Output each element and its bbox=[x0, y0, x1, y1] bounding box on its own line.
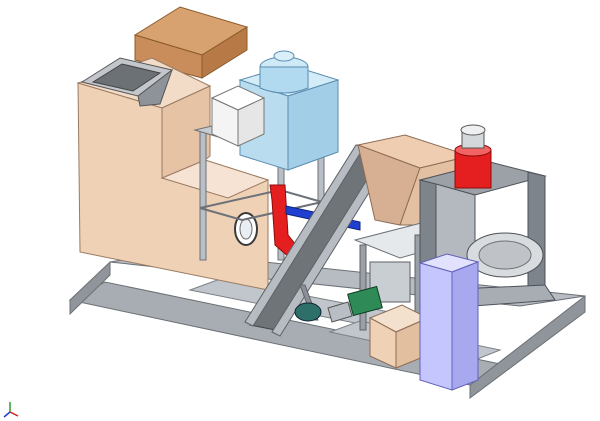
housing-porthole-inner bbox=[239, 218, 253, 240]
inclined-conveyor bbox=[244, 144, 392, 337]
electrical-cabinet bbox=[418, 253, 480, 391]
white-control-box bbox=[210, 85, 266, 147]
cylinder-head-top bbox=[460, 124, 486, 136]
green-motor-body bbox=[347, 285, 383, 317]
coupling bbox=[327, 301, 353, 323]
housing-right-face bbox=[161, 85, 211, 179]
frame-post-1 bbox=[199, 129, 207, 261]
teal-motor bbox=[294, 302, 322, 322]
cabinet-front bbox=[419, 262, 453, 391]
cabinet-side bbox=[451, 261, 479, 391]
skid-rail-right bbox=[469, 294, 586, 399]
drive-motors bbox=[294, 285, 383, 323]
tan-main-housing bbox=[76, 57, 270, 291]
brown-box-side bbox=[201, 26, 248, 79]
blue-tank-dome-body bbox=[259, 66, 309, 94]
beige-tank-box bbox=[368, 304, 430, 369]
white-box-side bbox=[237, 97, 265, 147]
hydraulic-cylinder bbox=[454, 124, 492, 189]
hopper-inner bbox=[91, 63, 162, 92]
brown-hopper-box bbox=[133, 6, 249, 79]
grey-funnel-hopper bbox=[80, 57, 174, 107]
blue-tank-side bbox=[287, 79, 339, 171]
skid-rail-left bbox=[69, 260, 111, 316]
press-round-plate-inner bbox=[478, 240, 532, 270]
press-right-column bbox=[527, 171, 546, 293]
xyz-axis-triad-icon bbox=[3, 402, 19, 418]
blue-tank-cap bbox=[273, 50, 295, 62]
hopper-body bbox=[137, 68, 174, 107]
